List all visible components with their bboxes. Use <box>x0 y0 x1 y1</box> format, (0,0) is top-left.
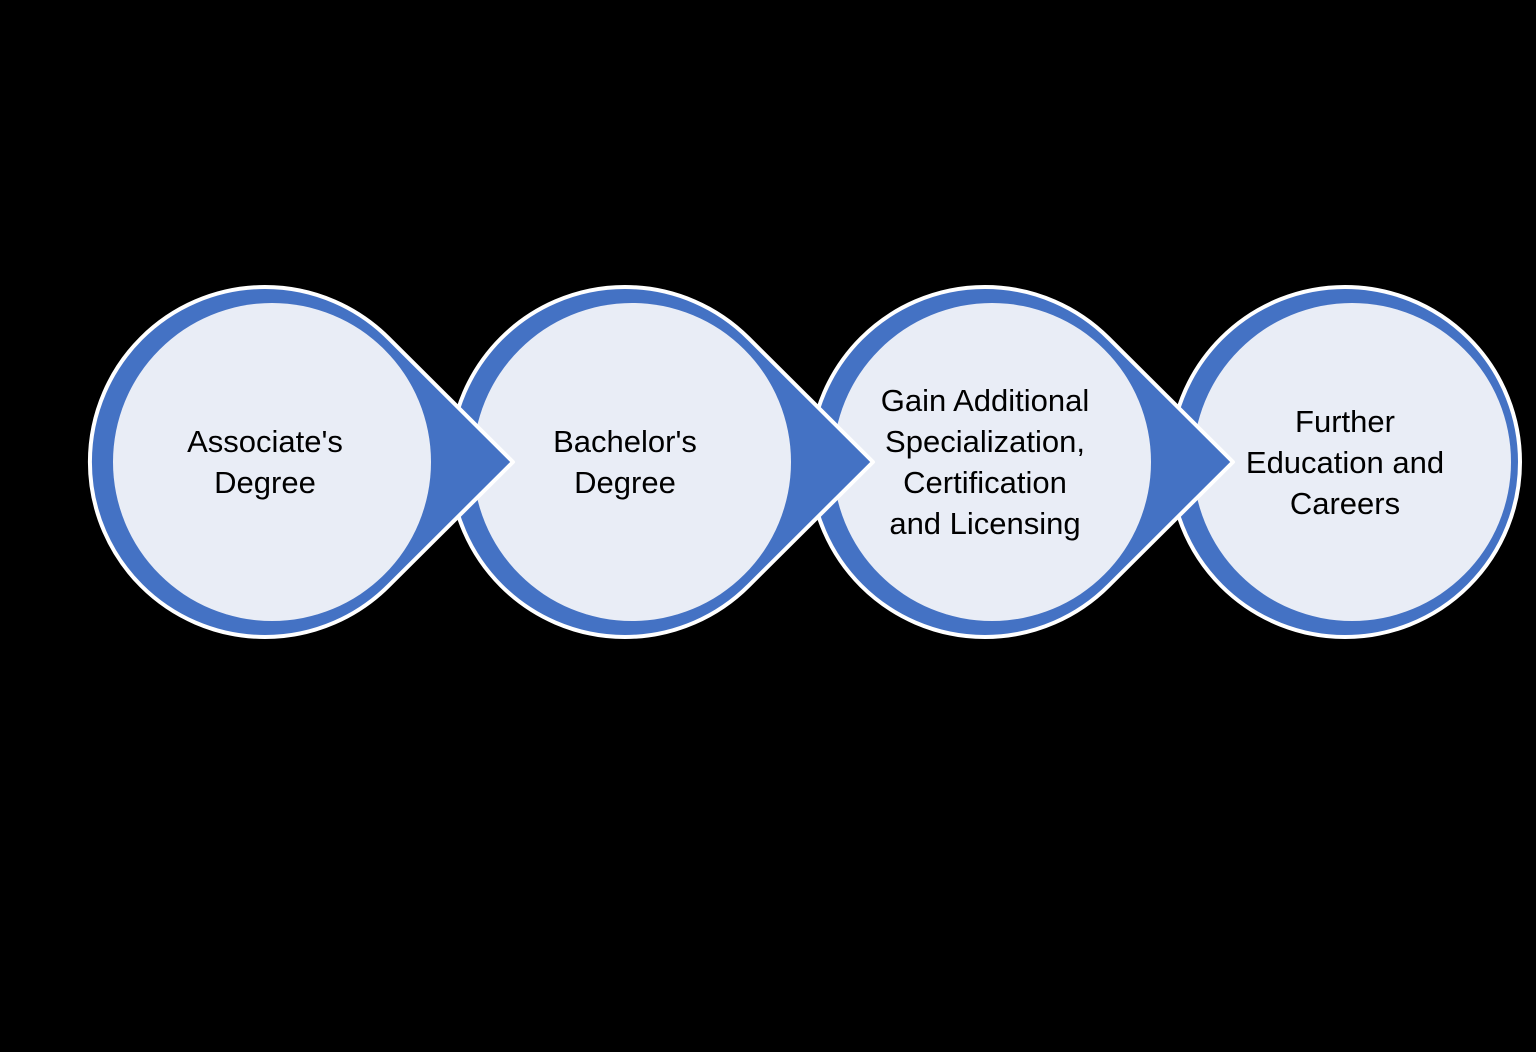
stage-label-4: Further Education and Careers <box>1245 403 1445 521</box>
stage-3-circle-fill <box>833 303 1151 621</box>
stage-1-circle-fill <box>113 303 431 621</box>
stage-label-1: Associate's Degree <box>187 424 343 500</box>
stage-label-2: Bachelor's Degree <box>553 424 697 500</box>
stage-label-3: Gain Additional Specialization, Certific… <box>880 383 1090 541</box>
stage-4-circle-fill <box>1193 303 1511 621</box>
stage-shape-1 <box>87 285 515 639</box>
stage-shape-3 <box>807 285 1235 639</box>
stage-2-circle-fill <box>473 303 791 621</box>
stage-shape-4 <box>1168 285 1522 639</box>
